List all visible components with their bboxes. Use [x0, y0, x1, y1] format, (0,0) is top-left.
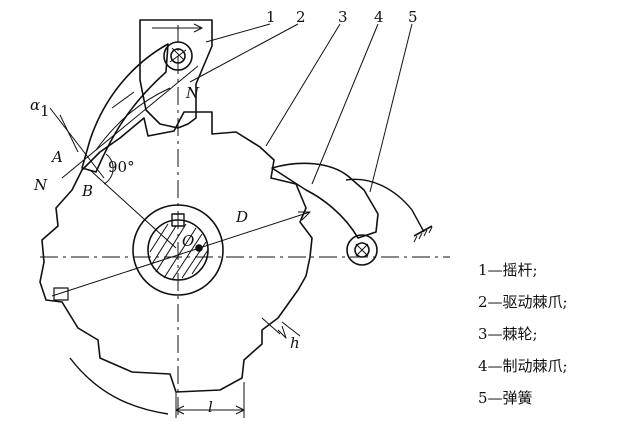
- label-D: D: [235, 208, 248, 226]
- label-N-lower: N: [33, 176, 48, 194]
- hub-outer-circle: [132, 204, 224, 296]
- label-l: l: [208, 398, 213, 416]
- ratchet-wheel-outline: [39, 111, 313, 393]
- diameter-line: [51, 211, 311, 297]
- label-A: A: [50, 148, 63, 166]
- part-number-4: 4: [374, 8, 384, 26]
- part-number-5: 5: [408, 8, 418, 26]
- rocker-arm: [139, 19, 213, 129]
- rocker-pivot: [163, 41, 193, 71]
- legend-item-ratchet-wheel: 3—棘轮;: [478, 325, 538, 343]
- leader-5: [369, 23, 413, 193]
- part-number-2: 2: [296, 8, 306, 26]
- label-O: O: [182, 232, 194, 250]
- locking-pawl: [271, 162, 379, 239]
- shaft-key: [171, 213, 185, 227]
- label-h: h: [290, 334, 300, 352]
- leader-2: [189, 23, 299, 83]
- label-N-upper: N: [185, 84, 200, 102]
- tangent-line: [49, 107, 105, 179]
- driving-pawl: [81, 43, 169, 173]
- rotation-arc: [69, 357, 169, 415]
- legend-item-driving-pawl: 2—驱动棘爪;: [478, 293, 568, 311]
- label-alpha-sub: 1: [40, 102, 50, 120]
- leader-1: [205, 23, 271, 43]
- legend-item-rocker: 1—摇杆;: [478, 261, 538, 279]
- part-number-3: 3: [338, 8, 348, 26]
- radius-line-B: [89, 169, 177, 249]
- part-number-1: 1: [266, 8, 276, 26]
- label-B: B: [81, 182, 93, 200]
- normal-line: [61, 65, 199, 179]
- leader-3: [265, 23, 341, 147]
- label-alpha: α: [30, 96, 40, 114]
- legend-item-locking-pawl: 4—制动棘爪;: [478, 357, 568, 375]
- legend-item-spring: 5—弹簧: [478, 389, 533, 407]
- label-90-degrees: 90°: [108, 158, 135, 176]
- spring: [345, 178, 425, 233]
- leader-4: [311, 23, 379, 185]
- locking-pawl-pivot: [346, 234, 378, 266]
- parts-legend: 1—摇杆; 2—驱动棘爪; 3—棘轮; 4—制动棘爪; 5—弹簧: [478, 254, 638, 414]
